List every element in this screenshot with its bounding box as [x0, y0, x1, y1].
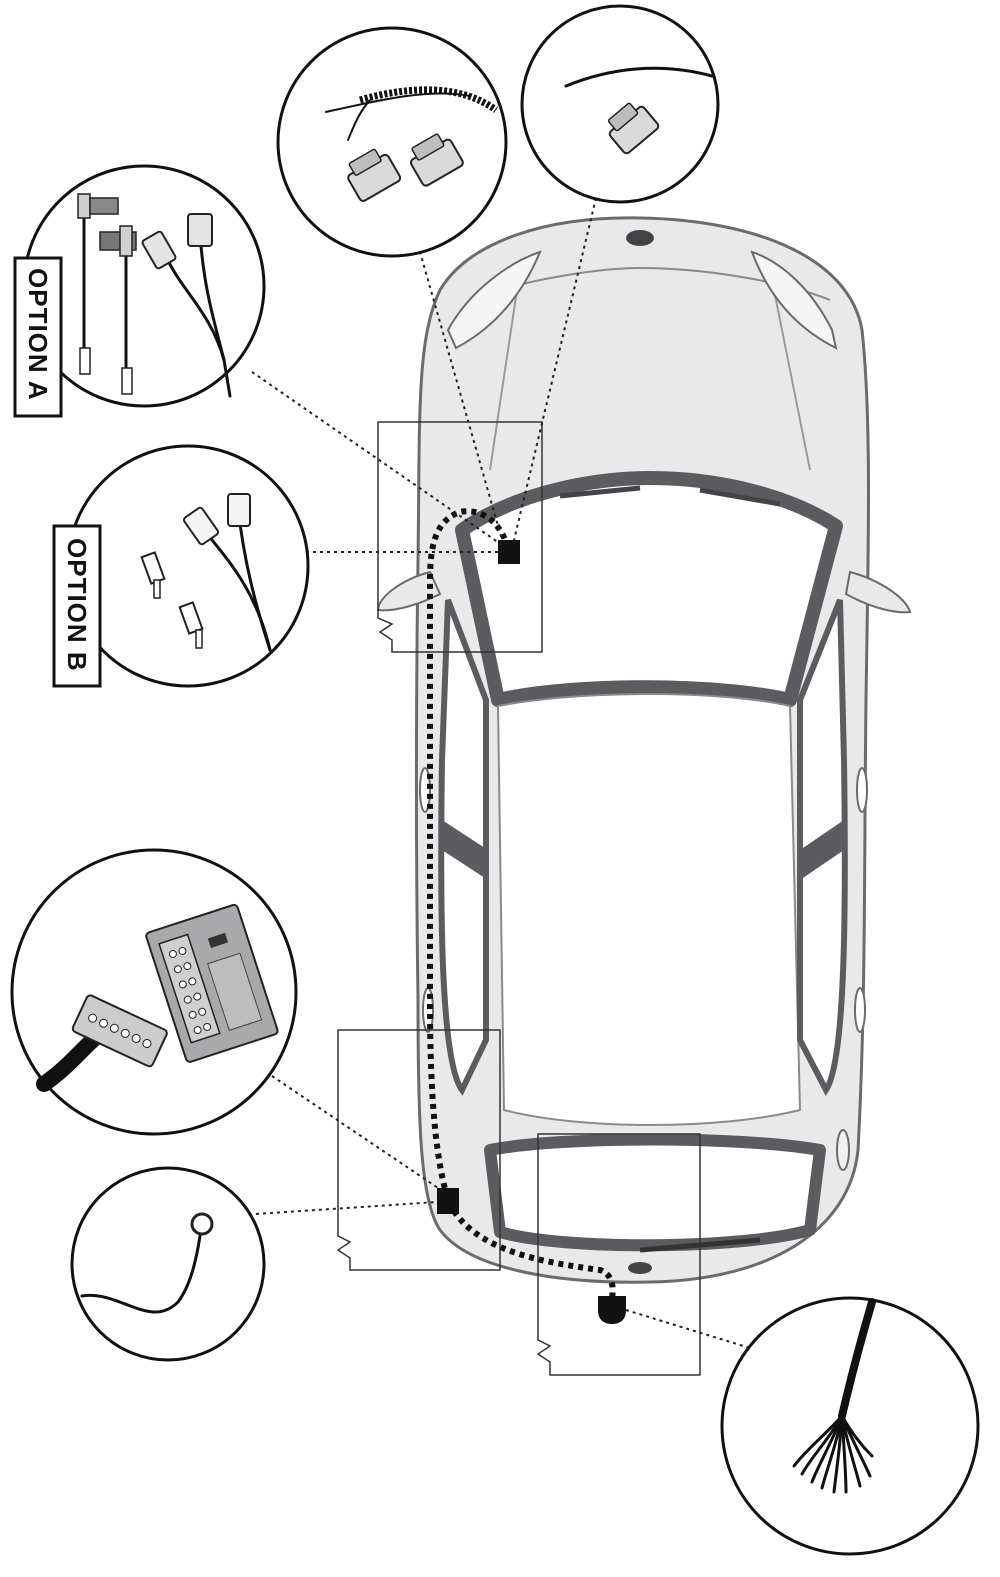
car-top-view [376, 216, 912, 1284]
detail-single-connector [520, 4, 720, 204]
terminal-icon [140, 551, 166, 599]
connector-icon [182, 506, 220, 546]
headlight-left [446, 250, 542, 350]
detail-option-a: OPTION A [13, 164, 266, 418]
option-a-label: OPTION A [23, 268, 53, 401]
detail-option-b: OPTION B [52, 444, 310, 688]
detail-wire-bundle [720, 1296, 980, 1556]
rear-window [484, 1133, 826, 1252]
plug-icon [71, 994, 168, 1068]
detail-vehicle-connectors [276, 26, 508, 258]
connector-icon [227, 493, 251, 527]
leader-lines [251, 197, 751, 1349]
connector-icon [607, 102, 660, 155]
headlight-right [750, 250, 838, 350]
front-badge [626, 230, 654, 246]
ring-terminal-icon [190, 1212, 214, 1236]
mirror-right [844, 570, 912, 614]
rear-junction-box [437, 1188, 459, 1214]
connector-icon [409, 133, 464, 187]
hood-line-left [489, 269, 521, 471]
connector-icon [187, 213, 213, 247]
loose-wires-icon [792, 1414, 874, 1494]
windscreen [455, 471, 843, 707]
hood-line-right [769, 269, 811, 471]
control-module-icon [145, 903, 279, 1063]
towbar-socket [598, 1296, 626, 1324]
connector-icon [347, 148, 402, 202]
front-junction-box [498, 540, 520, 564]
harness-route [427, 508, 616, 1299]
option-b-label: OPTION B [62, 538, 92, 672]
inset-frames [336, 421, 701, 1376]
detail-module-connector [10, 848, 298, 1136]
fuse-tap-icon [99, 225, 137, 395]
detail-earth-terminal [70, 1166, 266, 1362]
terminal-icon [178, 601, 204, 649]
roof [496, 693, 802, 1126]
inset-front [377, 421, 543, 653]
connector-icon [141, 230, 177, 270]
inset-rear-left [336, 1029, 501, 1271]
rear-badge [628, 1262, 652, 1274]
fuse-tap-icon [77, 193, 119, 375]
inset-towbar [536, 1133, 701, 1376]
